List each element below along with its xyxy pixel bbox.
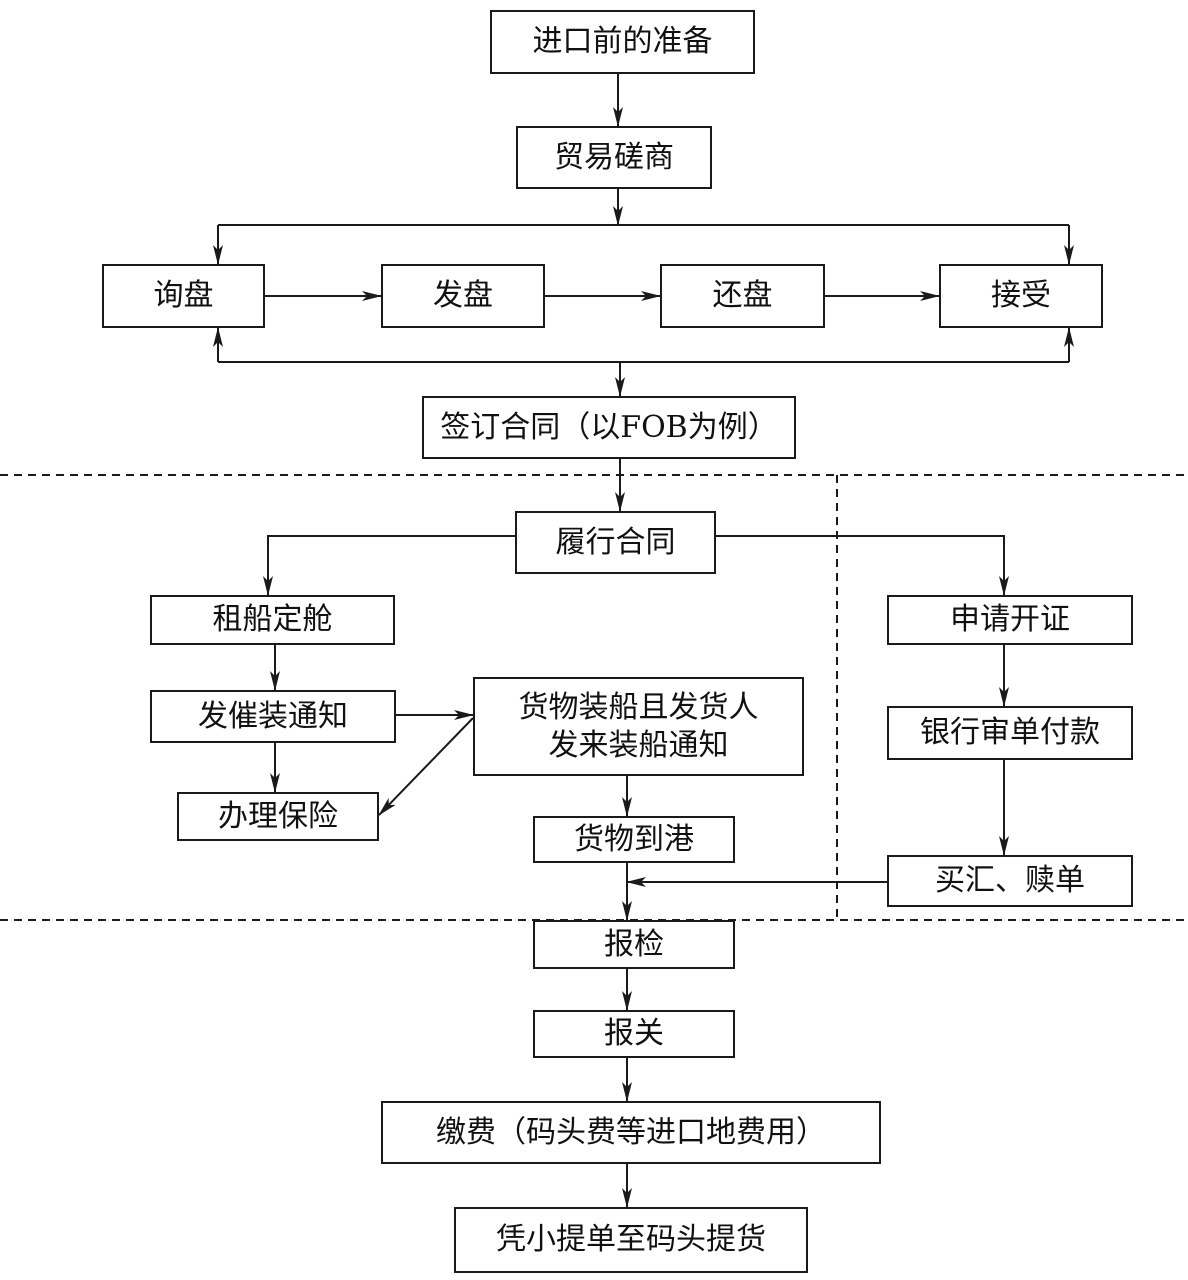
arrow-perform-charter bbox=[263, 535, 515, 596]
node-shipped-notice: 货物装船且发货人 发来装船通知 bbox=[473, 677, 804, 776]
node-redeem-docs: 买汇、赎单 bbox=[887, 855, 1133, 907]
node-inspection: 报检 bbox=[533, 920, 735, 969]
node-sign-contract: 签订合同（以FOB为例） bbox=[422, 396, 796, 459]
node-arrival: 货物到港 bbox=[533, 816, 735, 863]
node-bank-review: 银行审单付款 bbox=[887, 706, 1133, 760]
arrow-shipped-insurance bbox=[378, 717, 474, 816]
arrow-perform-apply-lc bbox=[716, 535, 1009, 596]
node-inquiry: 询盘 bbox=[102, 264, 265, 328]
node-offer: 发盘 bbox=[381, 264, 545, 328]
node-prepare: 进口前的准备 bbox=[490, 10, 755, 74]
node-accept: 接受 bbox=[939, 264, 1103, 328]
node-counter-offer: 还盘 bbox=[660, 264, 825, 328]
node-customs: 报关 bbox=[533, 1010, 735, 1058]
node-negotiate: 贸易磋商 bbox=[516, 126, 712, 189]
node-apply-lc: 申请开证 bbox=[887, 595, 1133, 645]
node-insurance: 办理保险 bbox=[177, 792, 379, 841]
node-charter-ship: 租船定舱 bbox=[150, 595, 395, 645]
node-pickup: 凭小提单至码头提货 bbox=[454, 1207, 808, 1273]
node-perform-contract: 履行合同 bbox=[515, 511, 716, 574]
node-urge-shipment: 发催装通知 bbox=[150, 690, 396, 743]
node-fees: 缴费（码头费等进口地费用） bbox=[381, 1101, 881, 1164]
